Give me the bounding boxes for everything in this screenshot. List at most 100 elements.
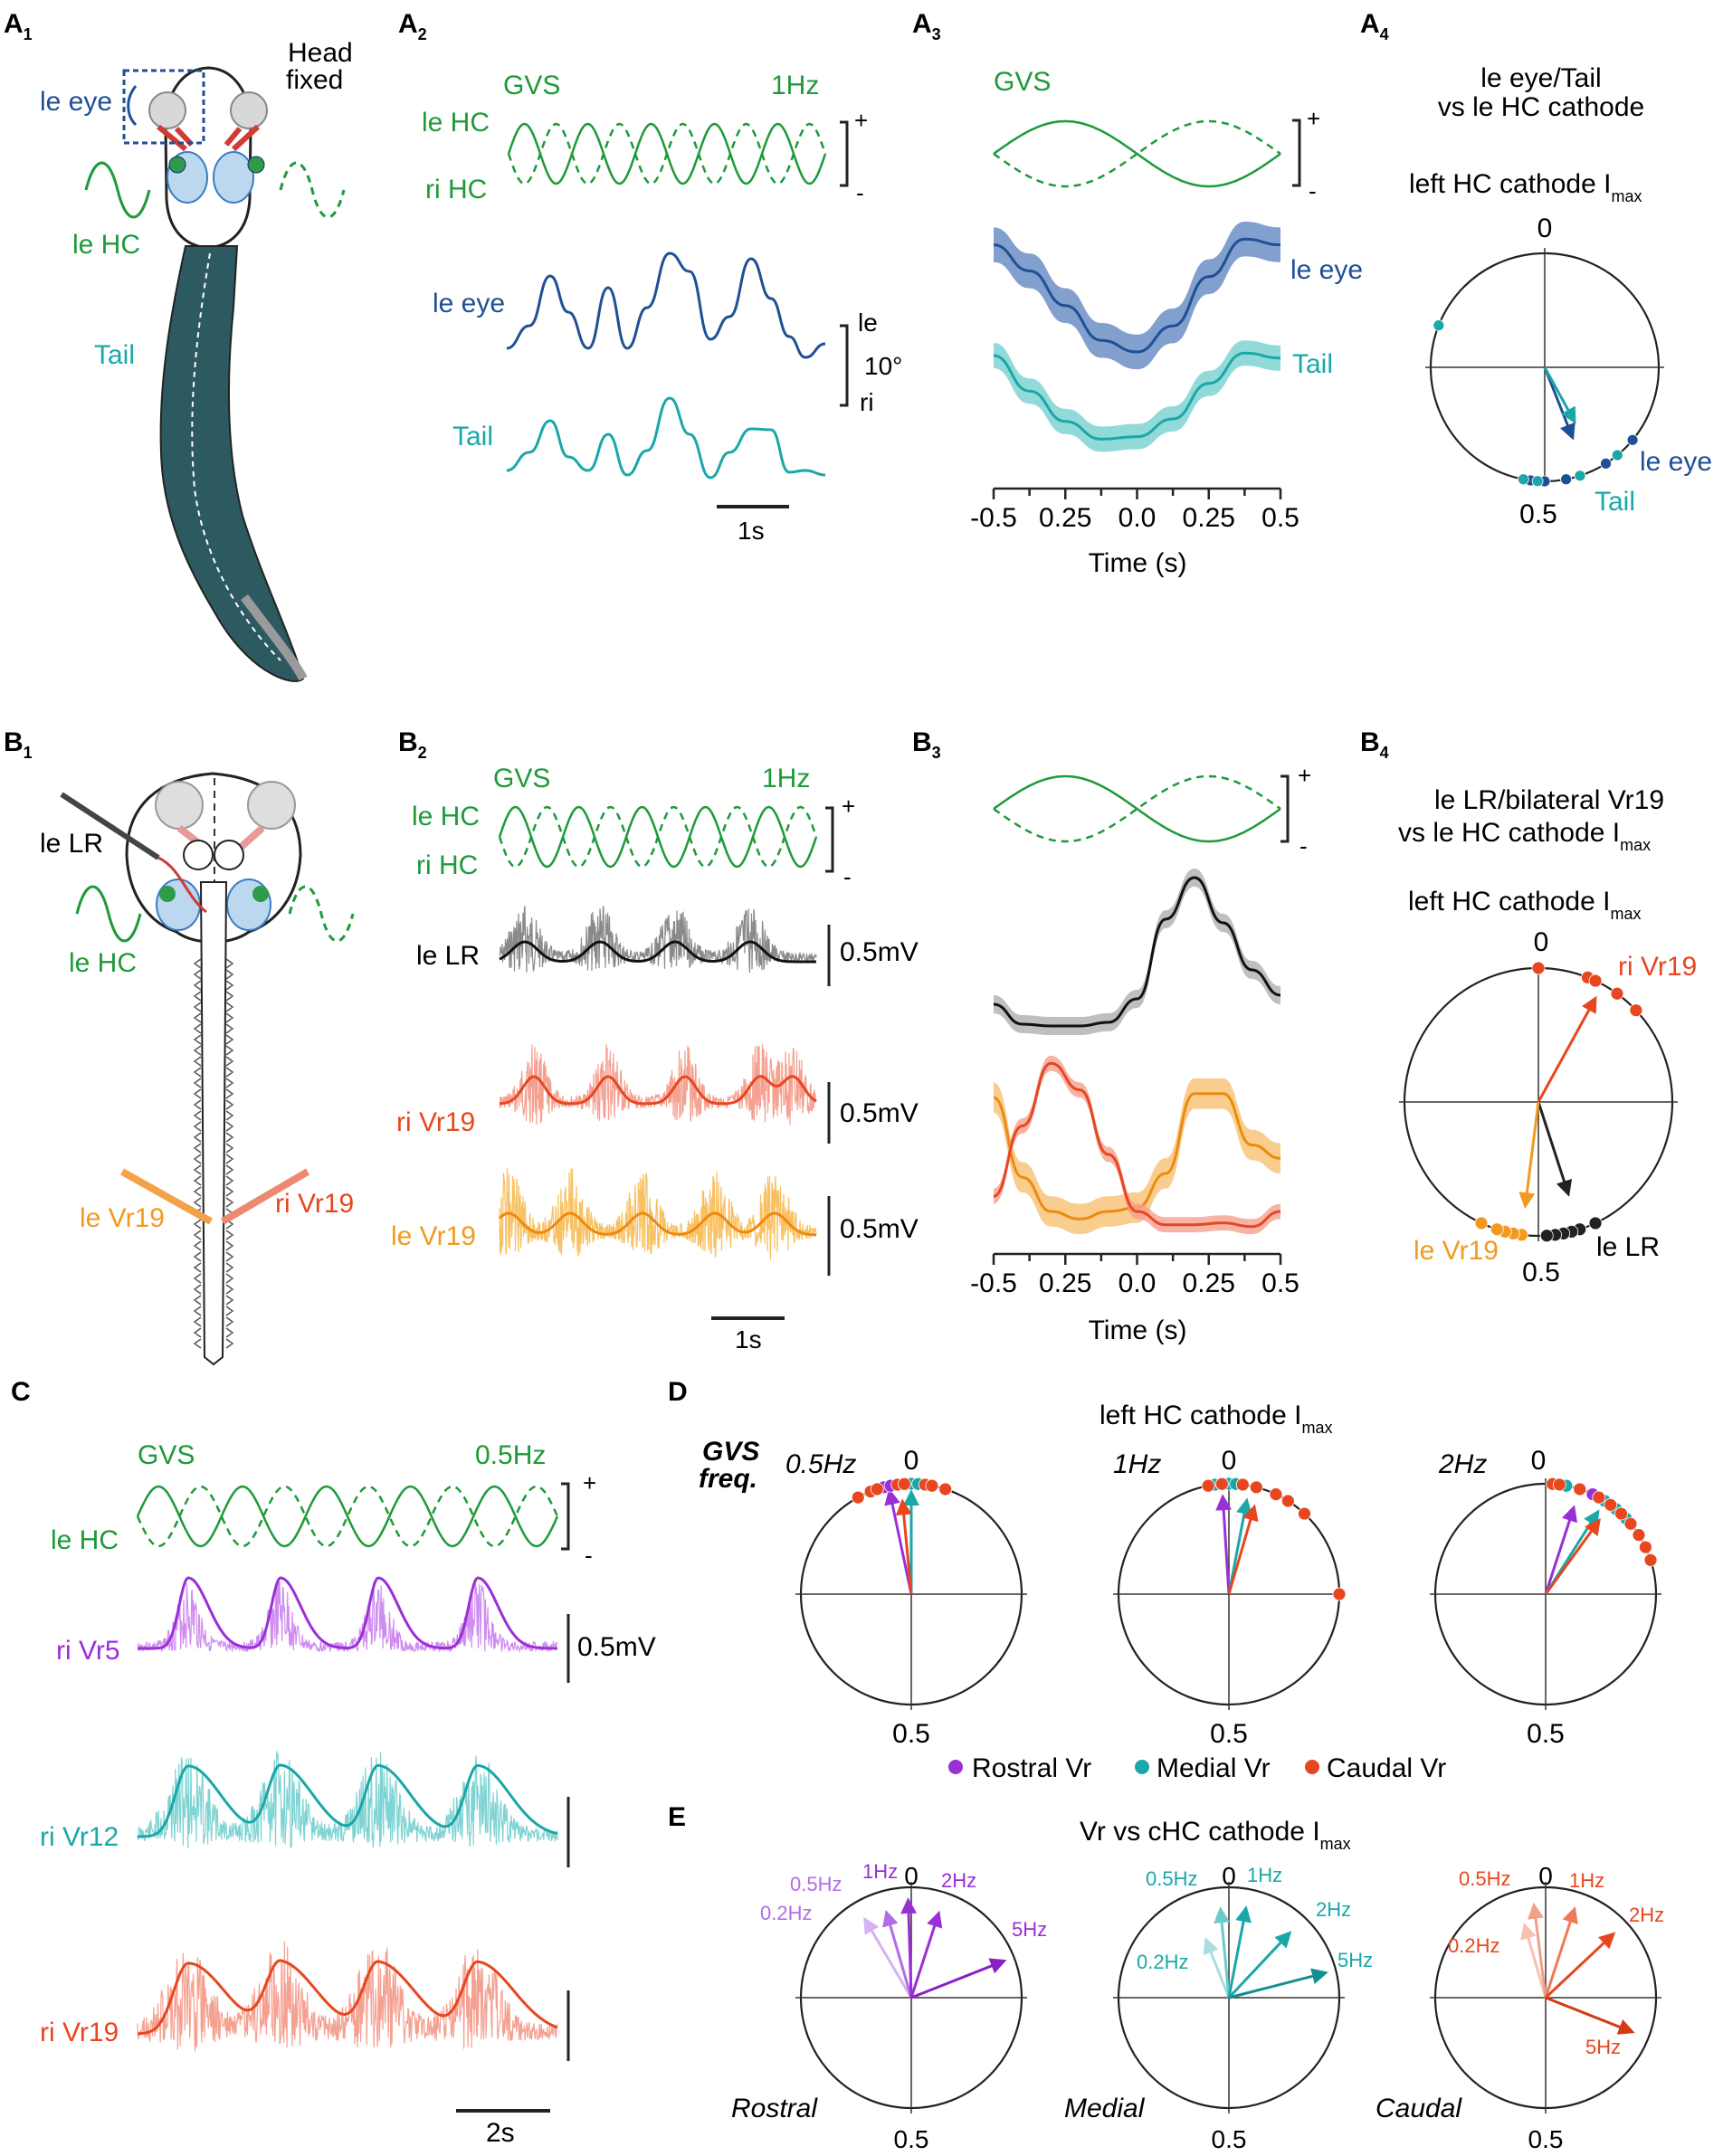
ri-hc-sine — [279, 161, 346, 219]
ri-vr19-electrode — [220, 1168, 310, 1225]
gvs-sine-ri-a2 — [507, 122, 827, 185]
vector-caudal-vr — [1544, 1518, 1601, 1595]
legend-caudal: Caudal Vr — [1327, 1753, 1446, 1783]
title-a4-line1: le eye/Tail — [1480, 63, 1601, 93]
phase-point-caudal-vr — [1280, 1494, 1295, 1508]
bottom-e-2: 0.5 — [1528, 2125, 1564, 2153]
phase-point-ri-vr19 — [1531, 961, 1546, 975]
phase-point-le-lr — [1539, 1229, 1554, 1243]
polar-plot-e-medial — [1113, 1882, 1345, 2113]
bottom-label-a4: 0.5 — [1519, 499, 1557, 529]
panel-label-e: E — [668, 1802, 686, 1832]
tail-label-a4: Tail — [1594, 487, 1635, 517]
top-e-1: 0 — [1222, 1862, 1236, 1890]
ri-hc-label-b2: ri HC — [416, 850, 478, 880]
ri-vr19-label-b2: ri Vr19 — [396, 1107, 475, 1137]
x-tick-label: -0.5 — [970, 1268, 1017, 1298]
panel-label-a1: A1 — [4, 9, 33, 43]
phase-point-caudal-vr — [870, 1482, 884, 1496]
le-hc-sine — [84, 161, 151, 219]
minus-a3: - — [1309, 177, 1317, 204]
phase-point-caudal-vr — [925, 1478, 939, 1493]
minus-b2: - — [843, 863, 852, 890]
phase-point-caudal-vr — [851, 1490, 865, 1505]
polar-plot-e-rostral — [795, 1882, 1027, 2113]
le-vr19-label-b4: le Vr19 — [1414, 1236, 1499, 1266]
le-lr-label-b4: le LR — [1596, 1232, 1660, 1262]
phase-point-tail — [1574, 470, 1586, 482]
x-tick-label: 0.0 — [1119, 503, 1157, 533]
ri-vr5-label-c: ri Vr5 — [56, 1636, 120, 1666]
e-rostral-label-5: 5Hz — [1012, 1918, 1047, 1941]
gvs-bracket-b2 — [825, 806, 834, 873]
phase-point-le-vr19 — [1474, 1216, 1489, 1230]
le-vr19-label-b1: le Vr19 — [80, 1203, 165, 1233]
gvs-bracket-c — [561, 1482, 570, 1551]
gvs-freq-label-1: GVS — [702, 1437, 759, 1467]
right-eye-muscles — [224, 124, 261, 152]
bottom-e-1: 0.5 — [1212, 2125, 1247, 2153]
phase-point-ri-vr19 — [1588, 974, 1603, 988]
phase-point-caudal-vr — [1623, 1516, 1638, 1531]
left-eye-b1 — [155, 781, 204, 830]
freq-d-0: 0.5Hz — [785, 1449, 856, 1479]
panel-label-a4: A4 — [1360, 9, 1389, 43]
ri-vr19-label-b1: ri Vr19 — [275, 1189, 354, 1219]
e-rostral-label-1: 1Hz — [862, 1860, 898, 1883]
vector-rostral-vr — [884, 1488, 913, 1595]
plus-c: + — [583, 1469, 596, 1496]
gvs-sine-dash-c — [136, 1485, 559, 1548]
ri-vr19-label-b4: ri Vr19 — [1618, 952, 1697, 982]
scale1-b2: 0.5mV — [840, 937, 919, 967]
polar-plot-d-05hz — [795, 1477, 1027, 1710]
e-medial-label-05: 0.5Hz — [1146, 1867, 1197, 1890]
traces-c: GVS 0.5Hz le HC + - ri Vr5 0.5mV ri Vr12… — [40, 1440, 656, 2148]
e-vector-1hz — [1544, 1906, 1578, 1999]
time-scale-b2: 1s — [735, 1325, 762, 1353]
le-hc-label-b1: le HC — [69, 948, 137, 978]
scale2-b2: 0.5mV — [840, 1098, 919, 1128]
gvs-bracket-a3 — [1292, 119, 1301, 187]
polar-row-d: left HC cathode Imax GVS freq. 0.5Hz 1Hz… — [699, 1401, 1661, 1783]
xlabel-b3: Time (s) — [1089, 1315, 1187, 1345]
phase-point-caudal-vr — [1632, 1528, 1646, 1543]
ri-hc-label-a2: ri HC — [425, 175, 487, 204]
legend-marker-rostral — [948, 1760, 963, 1774]
top-d-0: 0 — [904, 1446, 919, 1476]
panel-label-b2: B2 — [398, 727, 427, 762]
gvs-sine-dash-b3 — [993, 774, 1281, 843]
gvs-label-a3: GVS — [994, 67, 1051, 97]
polar-plot-e-caudal — [1430, 1882, 1661, 2113]
le-eye-label-a2: le eye — [433, 289, 505, 318]
phase-point-tail — [1611, 449, 1623, 461]
le-hc-label: le HC — [72, 230, 140, 260]
e-rostral-label-2: 2Hz — [941, 1869, 976, 1892]
vector-caudal-vr — [1227, 1504, 1259, 1595]
larva-schematic-b1: le LR le HC le Vr19 ri Vr19 — [40, 772, 355, 1366]
ri-vr5-raw-trace — [137, 1579, 558, 1654]
brain-left-b1 — [183, 840, 214, 870]
panel-label-b3: B3 — [912, 727, 941, 762]
phase-point-caudal-vr — [1638, 1540, 1652, 1554]
x-tick-label: -0.5 — [970, 503, 1017, 533]
e-vector-2hz — [1227, 1931, 1292, 1999]
x-tick-label: 0.5 — [1261, 503, 1299, 533]
ri-vr19-mean-line — [993, 1061, 1281, 1229]
xlabel-a3: Time (s) — [1089, 548, 1187, 578]
phase-point-caudal-vr — [1552, 1477, 1566, 1492]
left-eye — [148, 91, 186, 129]
le-vr19-envelope — [498, 1211, 816, 1237]
x-tick-label: 0.5 — [1261, 1268, 1299, 1298]
gvs-label-b2: GVS — [493, 764, 550, 793]
phase-point-tail — [1433, 319, 1445, 332]
gvs-sine-dash-a3 — [993, 119, 1281, 188]
phase-point-tail — [1531, 475, 1544, 488]
bottom-label-b4: 0.5 — [1522, 1258, 1560, 1287]
e-vector-5hz — [910, 1958, 1007, 1999]
plus-a2: + — [854, 107, 868, 134]
tail-sem-band — [994, 340, 1280, 452]
